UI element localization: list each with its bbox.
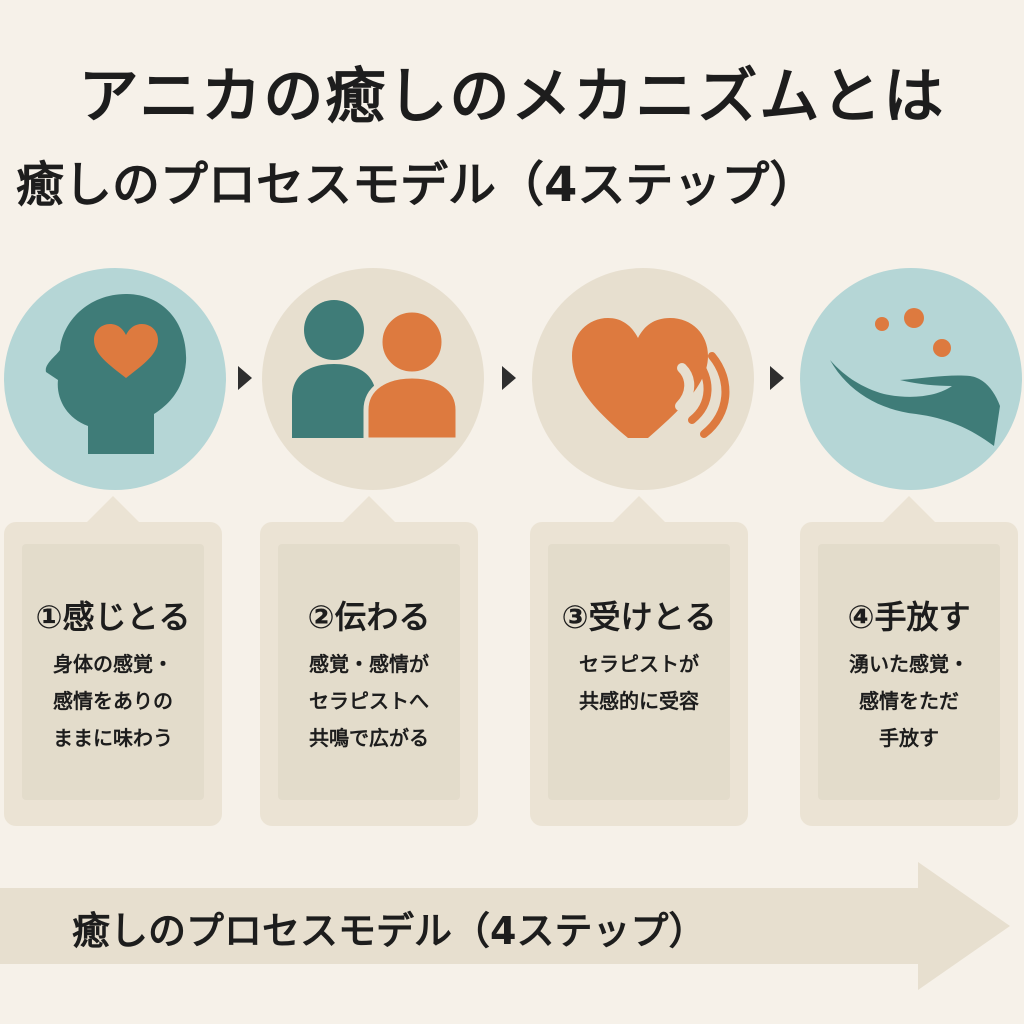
process-arrow-banner	[0, 862, 1010, 990]
step-2-card: ②伝わる 感覚・感情が セラピストへ 共鳴で広がる	[260, 522, 478, 826]
step-description: セラピストが 共感的に受容	[579, 652, 699, 713]
page-subtitle: 癒しのプロセスモデル（4ステップ）	[16, 157, 818, 213]
step-3-circle	[532, 268, 754, 490]
step-title: ②伝わる	[307, 598, 431, 636]
step-4-circle	[800, 268, 1022, 490]
process-arrow-label: 癒しのプロセスモデル（4ステップ）	[72, 909, 707, 953]
step-description: 感覚・感情が セラピストへ 共鳴で広がる	[309, 652, 429, 750]
page-title: アニカの癒しのメカニズムとは	[78, 62, 946, 132]
step-arrow-icon	[238, 366, 252, 390]
step-title: ③受けとる	[561, 598, 717, 636]
two-people-icon	[292, 300, 461, 443]
step-arrow-icon	[502, 366, 516, 390]
step-3-card: ③受けとる セラピストが 共感的に受容	[530, 522, 748, 826]
step-title: ①感じとる	[35, 598, 191, 636]
step-1-card: ①感じとる 身体の感覚・ 感情をありの ままに味わう	[4, 522, 222, 826]
step-description: 湧いた感覚・ 感情をただ 手放す	[849, 652, 969, 750]
open-hand-icon	[830, 308, 1000, 446]
step-description: 身体の感覚・ 感情をありの ままに味わう	[53, 652, 173, 750]
heart-receive-icon	[572, 318, 730, 438]
step-1-circle	[4, 268, 226, 490]
head-heart-icon	[45, 294, 187, 454]
step-title: ④手放す	[847, 598, 971, 636]
step-arrow-icon	[770, 366, 784, 390]
step-2-circle	[262, 268, 484, 490]
step-4-card: ④手放す 湧いた感覚・ 感情をただ 手放す	[800, 522, 1018, 826]
